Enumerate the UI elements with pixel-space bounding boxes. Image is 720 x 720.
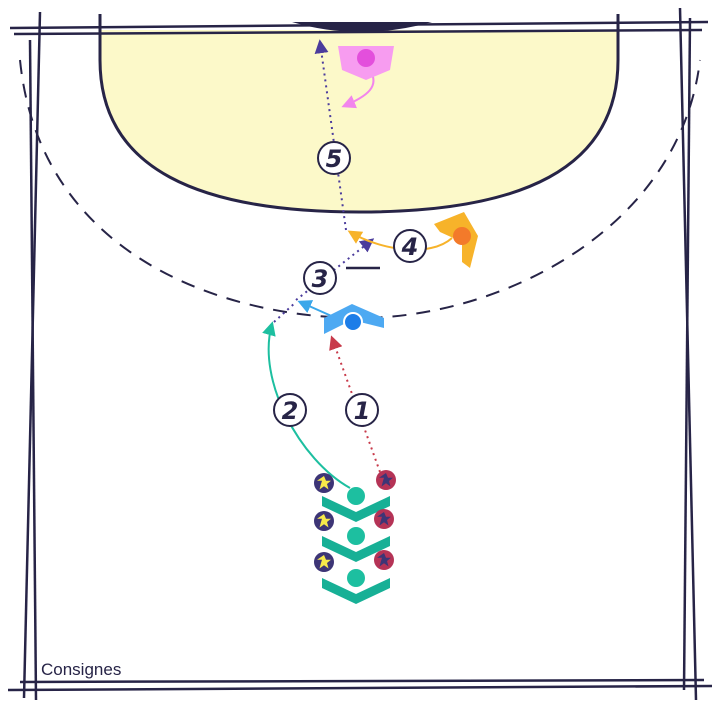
goal-area <box>100 30 618 212</box>
defender-orange <box>434 212 478 268</box>
attacker-row-1 <box>314 470 396 522</box>
star-token-icon <box>314 550 394 572</box>
court-boundary <box>7 7 713 701</box>
svg-text:4: 4 <box>401 233 419 261</box>
svg-text:2: 2 <box>282 397 299 425</box>
defender-blue <box>324 304 384 334</box>
step-badge-3: 3 <box>303 261 337 295</box>
attacker-row-2 <box>314 509 394 562</box>
step-badge-2: 2 <box>273 393 307 427</box>
defender-pink <box>338 46 394 80</box>
step-badge-4: 4 <box>393 229 427 263</box>
star-token-icon <box>314 509 394 531</box>
svg-text:3: 3 <box>312 265 329 293</box>
star-token-icon <box>314 470 396 493</box>
svg-text:1: 1 <box>354 397 371 425</box>
caption: Consignes <box>41 660 122 679</box>
pass-5 <box>314 39 347 231</box>
step-badge-5: 5 <box>317 141 351 175</box>
svg-text:5: 5 <box>326 145 343 173</box>
step-badge-1: 1 <box>345 393 379 427</box>
goal-area-line <box>98 14 620 214</box>
free-throw-line <box>19 59 701 320</box>
attacker-row-3 <box>314 550 394 604</box>
pass-3a <box>273 301 297 323</box>
